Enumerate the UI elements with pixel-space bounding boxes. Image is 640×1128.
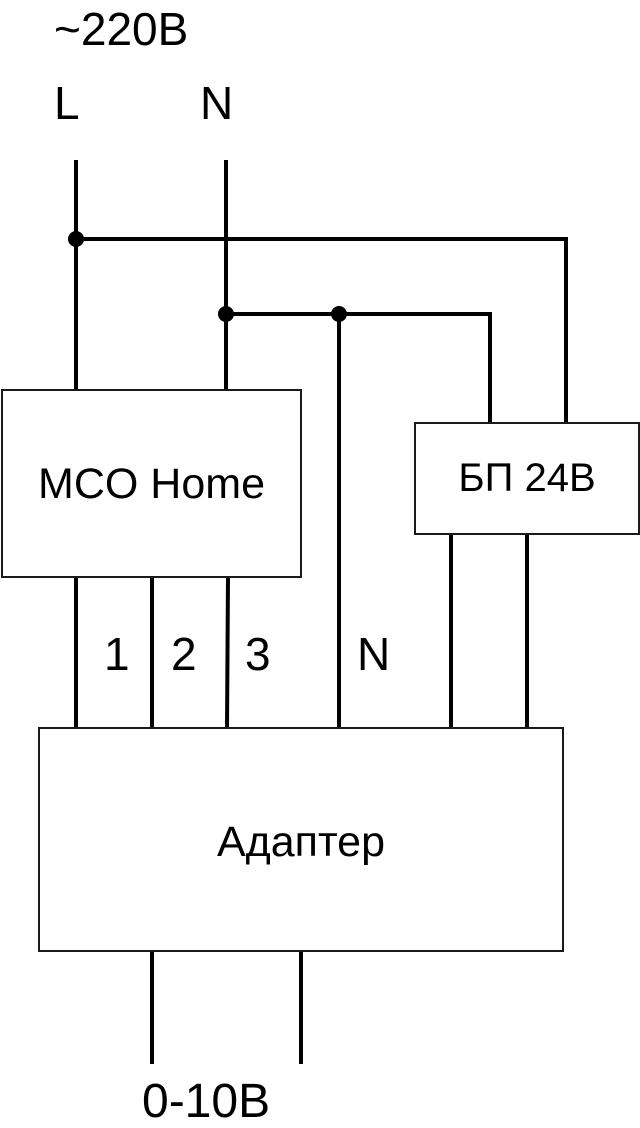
- junction-dot-n-branch: [331, 306, 347, 322]
- wire-channel-3: [225, 576, 230, 729]
- output-label: 0-10B: [142, 1075, 271, 1128]
- terminal-n-label: N: [357, 628, 391, 680]
- wire-l-to-psu: [76, 237, 568, 423]
- terminal-1-label: 1: [104, 628, 130, 680]
- line-label: L: [54, 77, 80, 129]
- controller-label: MCO Home: [38, 460, 265, 508]
- junction-dot-n: [218, 306, 234, 322]
- supply-voltage-label: ~220B: [54, 3, 189, 55]
- power-supply-label: БП 24В: [458, 456, 596, 500]
- adapter-block: Адаптер: [38, 727, 564, 952]
- power-supply-block: БП 24В: [414, 422, 640, 535]
- adapter-label: Адаптер: [216, 818, 385, 866]
- terminal-3-label: 3: [245, 628, 271, 680]
- junction-dot-l: [68, 231, 84, 247]
- terminal-2-label: 2: [171, 628, 197, 680]
- controller-block: MCO Home: [1, 389, 302, 578]
- wire-n-to-psu: [226, 312, 492, 423]
- neutral-label: N: [200, 77, 234, 129]
